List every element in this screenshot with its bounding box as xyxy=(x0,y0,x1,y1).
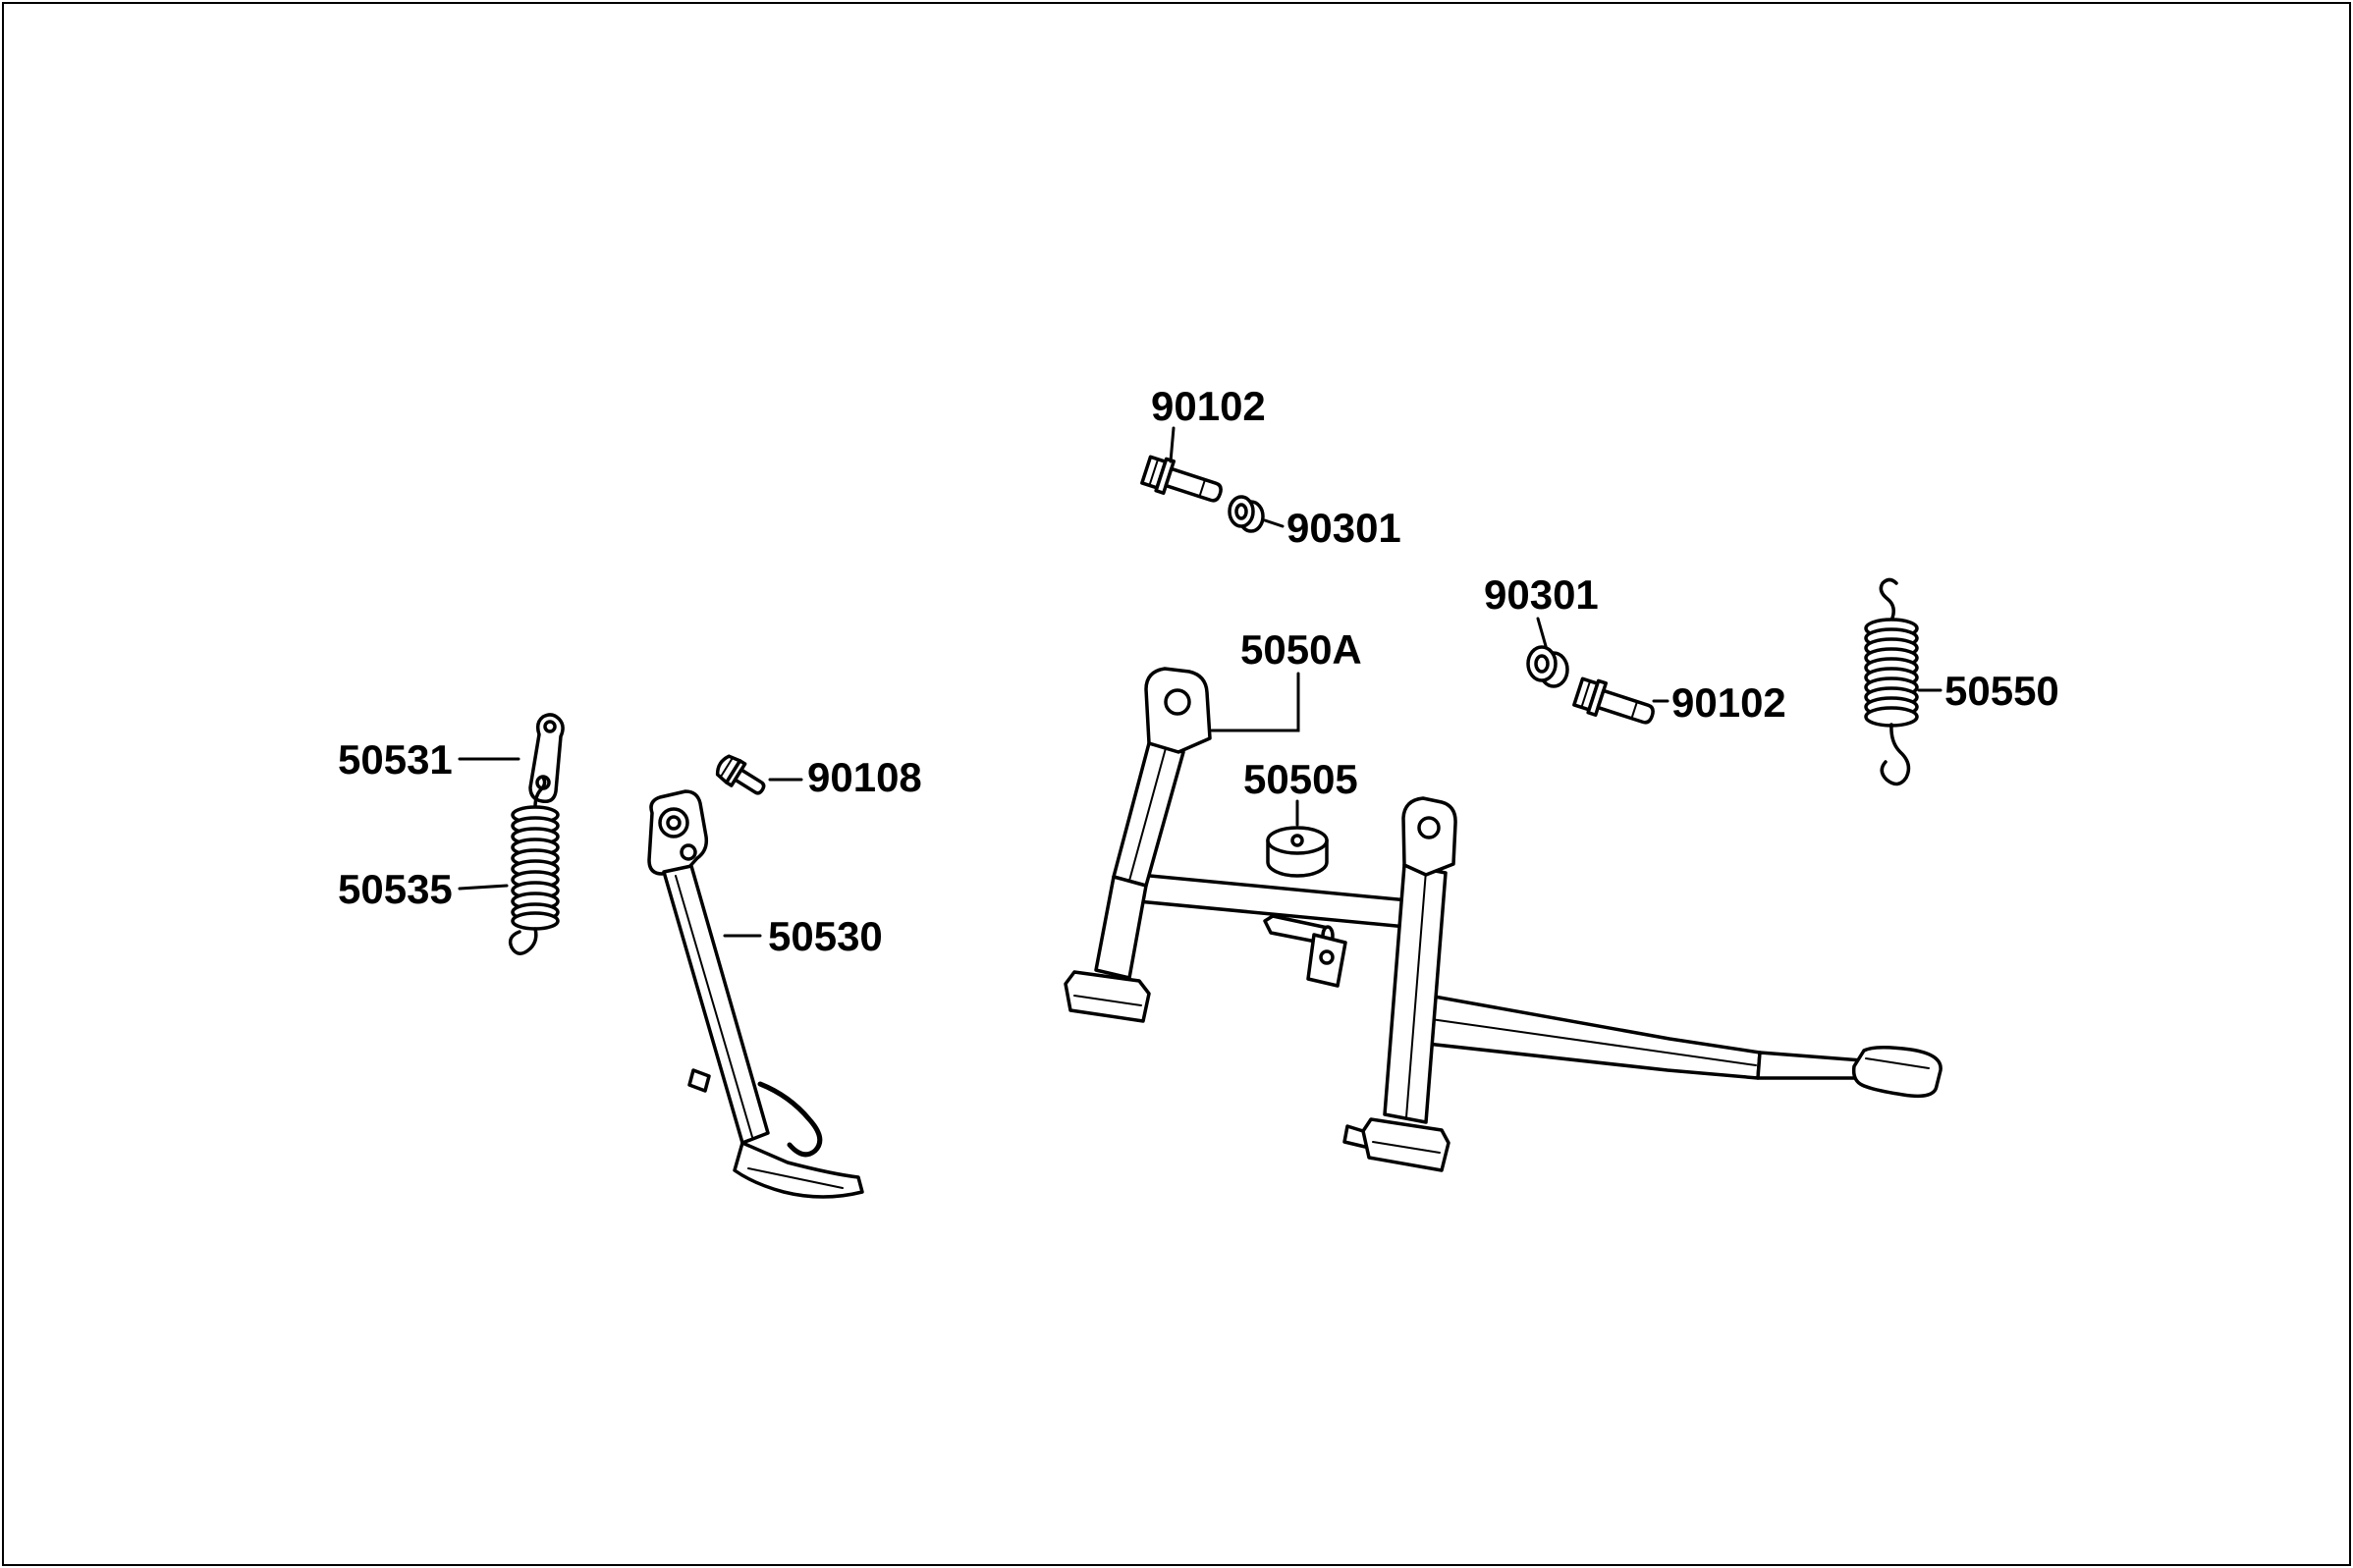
leader-lines xyxy=(458,426,1943,938)
leader-collar-mid xyxy=(1536,617,1548,648)
flange-bolt-top-part xyxy=(1140,455,1223,503)
main-stand-spring-part xyxy=(1864,577,1919,786)
rubber-stopper-part xyxy=(1266,826,1329,878)
collar-top-part xyxy=(1228,495,1265,533)
spring-bracket-part xyxy=(528,713,565,804)
collar-mid-part xyxy=(1526,645,1569,688)
side-stand-spring-part xyxy=(508,776,560,955)
label-side-stand: 50530 xyxy=(768,913,883,959)
label-bolt-mid: 90102 xyxy=(1671,679,1786,726)
label-spring-bracket: 50531 xyxy=(338,736,453,783)
label-bolt-top: 90102 xyxy=(1151,383,1266,429)
label-rubber-stopper: 50505 xyxy=(1243,756,1358,802)
label-collar-mid: 90301 xyxy=(1484,571,1599,618)
leader-collar-top xyxy=(1263,518,1285,528)
side-stand-part xyxy=(647,789,864,1199)
pivot-bolt-part xyxy=(715,754,766,795)
flange-bolt-mid-part xyxy=(1572,676,1655,725)
label-side-stand-spring: 50535 xyxy=(338,866,453,912)
leader-side-stand-spring xyxy=(458,884,509,891)
label-pivot-bolt: 90108 xyxy=(807,754,922,800)
label-main-stand-spring: 50550 xyxy=(1944,668,2059,714)
leader-bolt-top xyxy=(1169,426,1176,463)
label-main-stand: 5050A xyxy=(1240,626,1362,673)
leader-main-stand xyxy=(1210,672,1300,732)
label-collar-top: 90301 xyxy=(1286,505,1401,551)
main-stand-part xyxy=(1064,667,1943,1172)
